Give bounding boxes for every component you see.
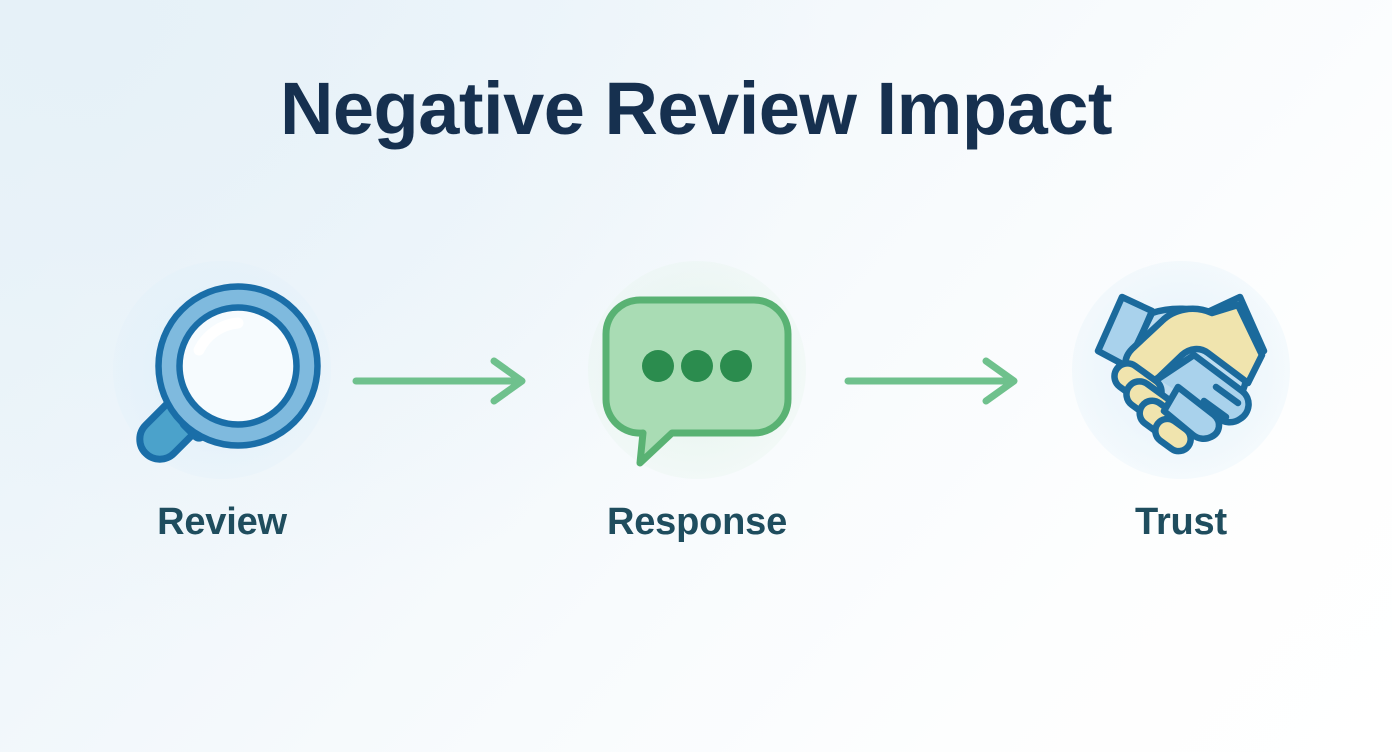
magnifying-glass-icon [107,255,337,485]
arrow-review-to-response [352,353,532,409]
flow-step-response: Response [557,255,837,575]
magnifying-glass-glyph [136,283,321,463]
flow-step-label: Trust [1135,501,1227,543]
arrow-right-icon [844,357,1018,405]
speech-bubble-glyph [602,296,792,467]
handshake-glyph [1094,293,1268,455]
dot [642,350,674,382]
dot [720,350,752,382]
speech-bubble-icon [582,255,812,485]
process-flow: Review Response [0,255,1392,575]
arrow-response-to-trust [840,353,1020,409]
page-title: Negative Review Impact [279,67,1113,150]
handshake-icon [1066,255,1296,485]
flow-step-label: Response [606,501,787,543]
flow-step-trust: Trust [1041,255,1321,575]
dot [681,350,713,382]
flow-step-label: Review [157,501,287,543]
flow-step-review: Review [82,255,362,575]
arrow-right-icon [352,357,526,405]
